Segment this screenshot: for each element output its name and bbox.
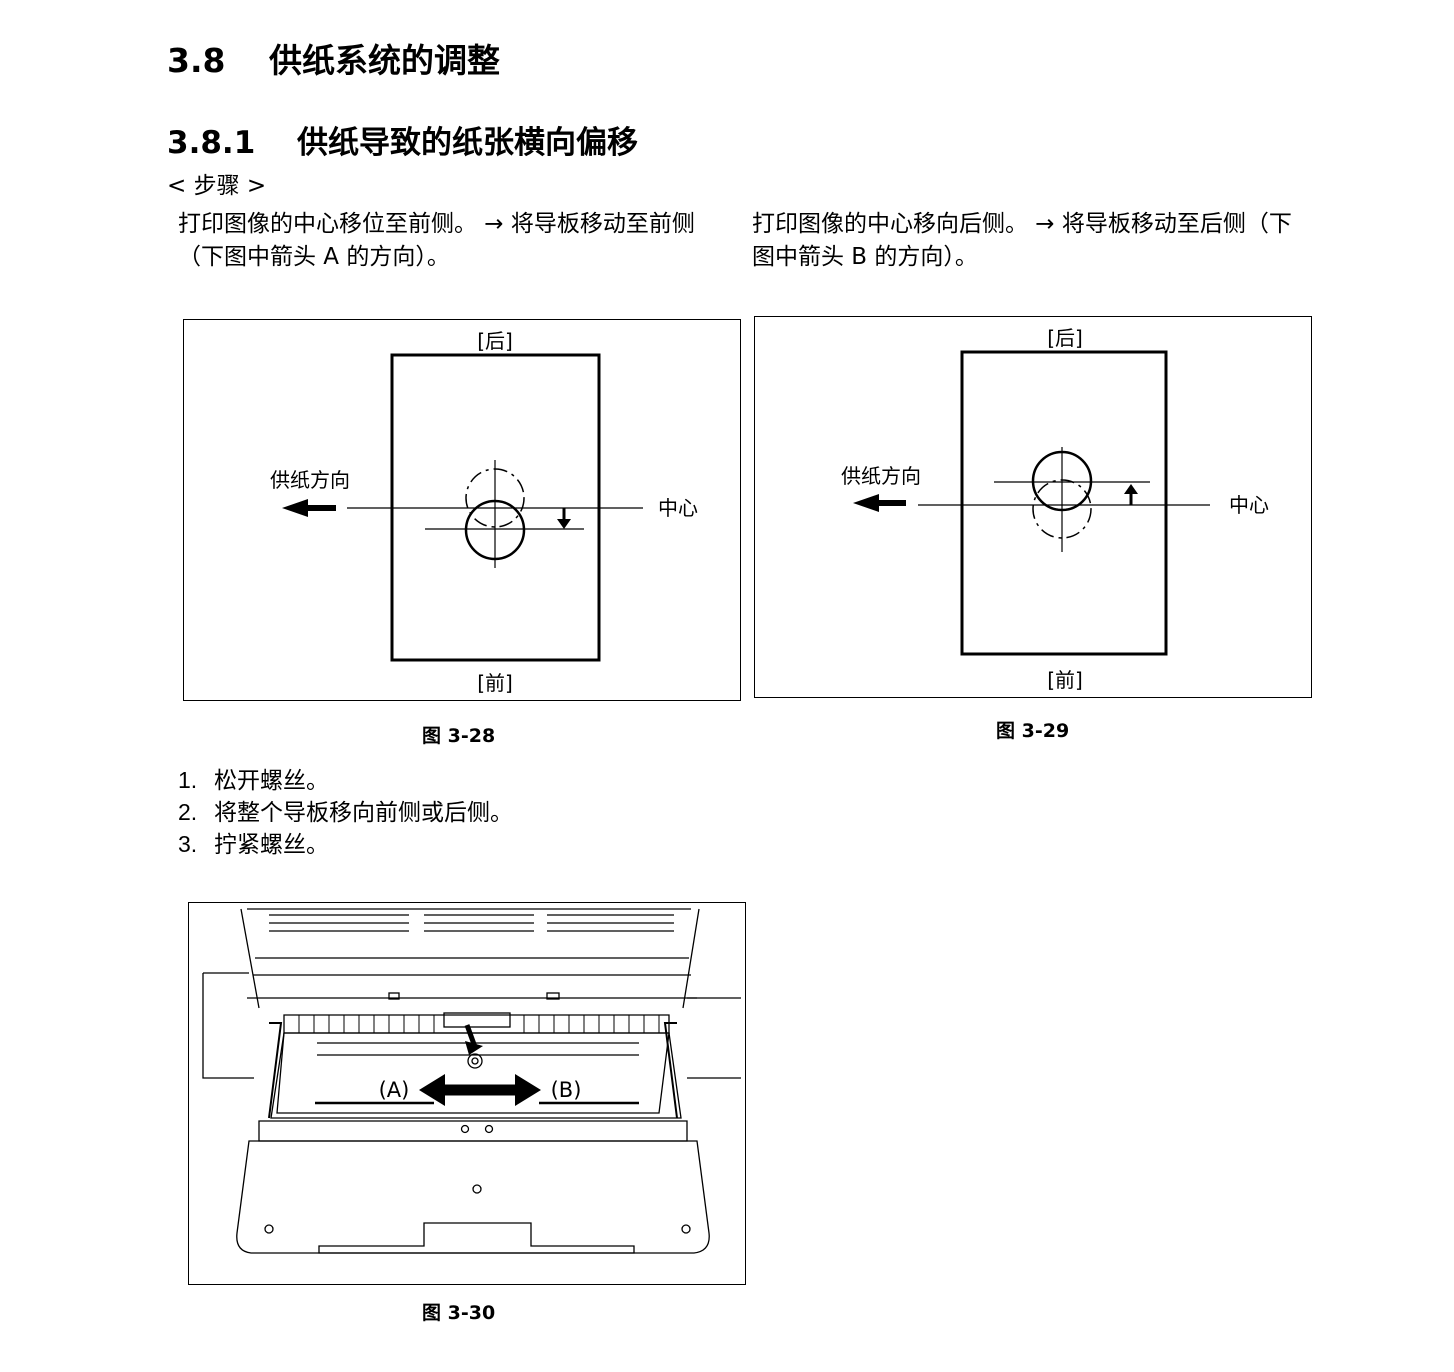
front-label: [前] <box>477 671 513 695</box>
figure-3-28-diagram: [后] [前] 供纸方向 中心 <box>270 329 698 695</box>
tray-screw <box>681 1224 691 1234</box>
down-arrow-icon <box>465 1041 483 1055</box>
front-label: [前] <box>1047 668 1083 692</box>
section-number: 3.8 <box>167 41 226 80</box>
paper-sheet <box>960 350 1168 656</box>
arrow-b-icon <box>515 1074 541 1106</box>
side-guides <box>268 1022 678 1119</box>
feed-direction-arrow-icon <box>282 499 308 517</box>
feed-direction-label: 供纸方向 <box>270 468 350 492</box>
up-arrow-icon <box>1124 484 1138 494</box>
paragraph-front-shift: 打印图像的中心移位至前侧。 → 将导板移动至前侧 （下图中箭头 A 的方向）。 <box>178 211 695 270</box>
down-arrow-icon <box>557 519 571 529</box>
tray-frame <box>270 1032 682 1119</box>
original-circle <box>1032 479 1092 539</box>
screw-pointer-arrow <box>464 1024 478 1048</box>
feed-direction-label: 供纸方向 <box>841 464 921 488</box>
figure-3-29-diagram: [后] [前] 供纸方向 中心 <box>841 326 1269 692</box>
figure-3-28-caption: 图 3-28 <box>422 725 496 747</box>
list-item: 2.将整个导板移向前侧或后侧。 <box>178 799 513 826</box>
paragraph-rear-shift: 打印图像的中心移向后侧。 → 将导板移动至后侧（下图中箭头 B 的方向）。 <box>752 211 1292 270</box>
figure-3-28: [后] [前] 供纸方向 中心 <box>183 319 741 701</box>
list-item: 3.拧紧螺丝。 <box>178 831 329 858</box>
figure-3-30-caption: 图 3-30 <box>422 1302 496 1324</box>
tray-handle <box>318 1222 635 1254</box>
figure-3-29: [后] [前] 供纸方向 中心 <box>754 316 1312 698</box>
procedure-steps: 1.松开螺丝。 2.将整个导板移向前侧或后侧。 3.拧紧螺丝。 <box>178 765 513 861</box>
tray-hole <box>484 1124 494 1134</box>
rear-label: [后] <box>1047 326 1083 350</box>
label-b: (B) <box>551 1078 582 1102</box>
subsection-number: 3.8.1 <box>167 125 256 161</box>
tray-screw <box>472 1184 482 1194</box>
shifted-circle <box>464 499 526 561</box>
tray-screw <box>264 1224 274 1234</box>
subsection-heading: 3.8.1 供纸导致的纸张横向偏移 <box>167 117 638 162</box>
center-label: 中心 <box>658 496 698 520</box>
section-heading: 3.8 供纸系统的调整 <box>167 34 500 82</box>
original-circle <box>465 468 525 528</box>
section-title: 供纸系统的调整 <box>269 41 500 80</box>
comb-teeth <box>298 1015 660 1033</box>
list-item: 1.松开螺丝。 <box>178 767 329 794</box>
steps-label: < 步骤 > <box>167 173 267 199</box>
figure-3-29-caption: 图 3-29 <box>996 720 1070 742</box>
rear-label: [后] <box>477 329 513 353</box>
screw-icon <box>467 1053 483 1069</box>
center-label: 中心 <box>1229 493 1269 517</box>
front-tray <box>236 1140 710 1254</box>
tray-hole <box>460 1124 470 1134</box>
left-body <box>202 972 254 1079</box>
shifted-circle <box>1031 450 1093 512</box>
feed-direction-arrow-icon <box>853 494 879 512</box>
subsection-title: 供纸导致的纸张横向偏移 <box>297 125 638 161</box>
label-a: (A) <box>379 1078 410 1102</box>
arrow-a-icon <box>419 1074 445 1106</box>
vent-slots <box>269 914 674 932</box>
tray-front-rim <box>258 1120 688 1142</box>
paper-guide-illustration: (A) (B) <box>202 908 741 1254</box>
screw-head <box>471 1057 479 1065</box>
guide-bracket <box>443 1012 511 1028</box>
feed-comb <box>283 1014 670 1034</box>
cover-tab <box>388 992 400 1000</box>
figure-3-30: (A) (B) <box>188 902 746 1285</box>
guide-plate <box>276 1032 670 1114</box>
machine-side-edges <box>240 908 700 1009</box>
cover-edges <box>247 957 697 999</box>
right-body <box>687 997 741 1079</box>
cover-tab <box>546 992 560 1000</box>
